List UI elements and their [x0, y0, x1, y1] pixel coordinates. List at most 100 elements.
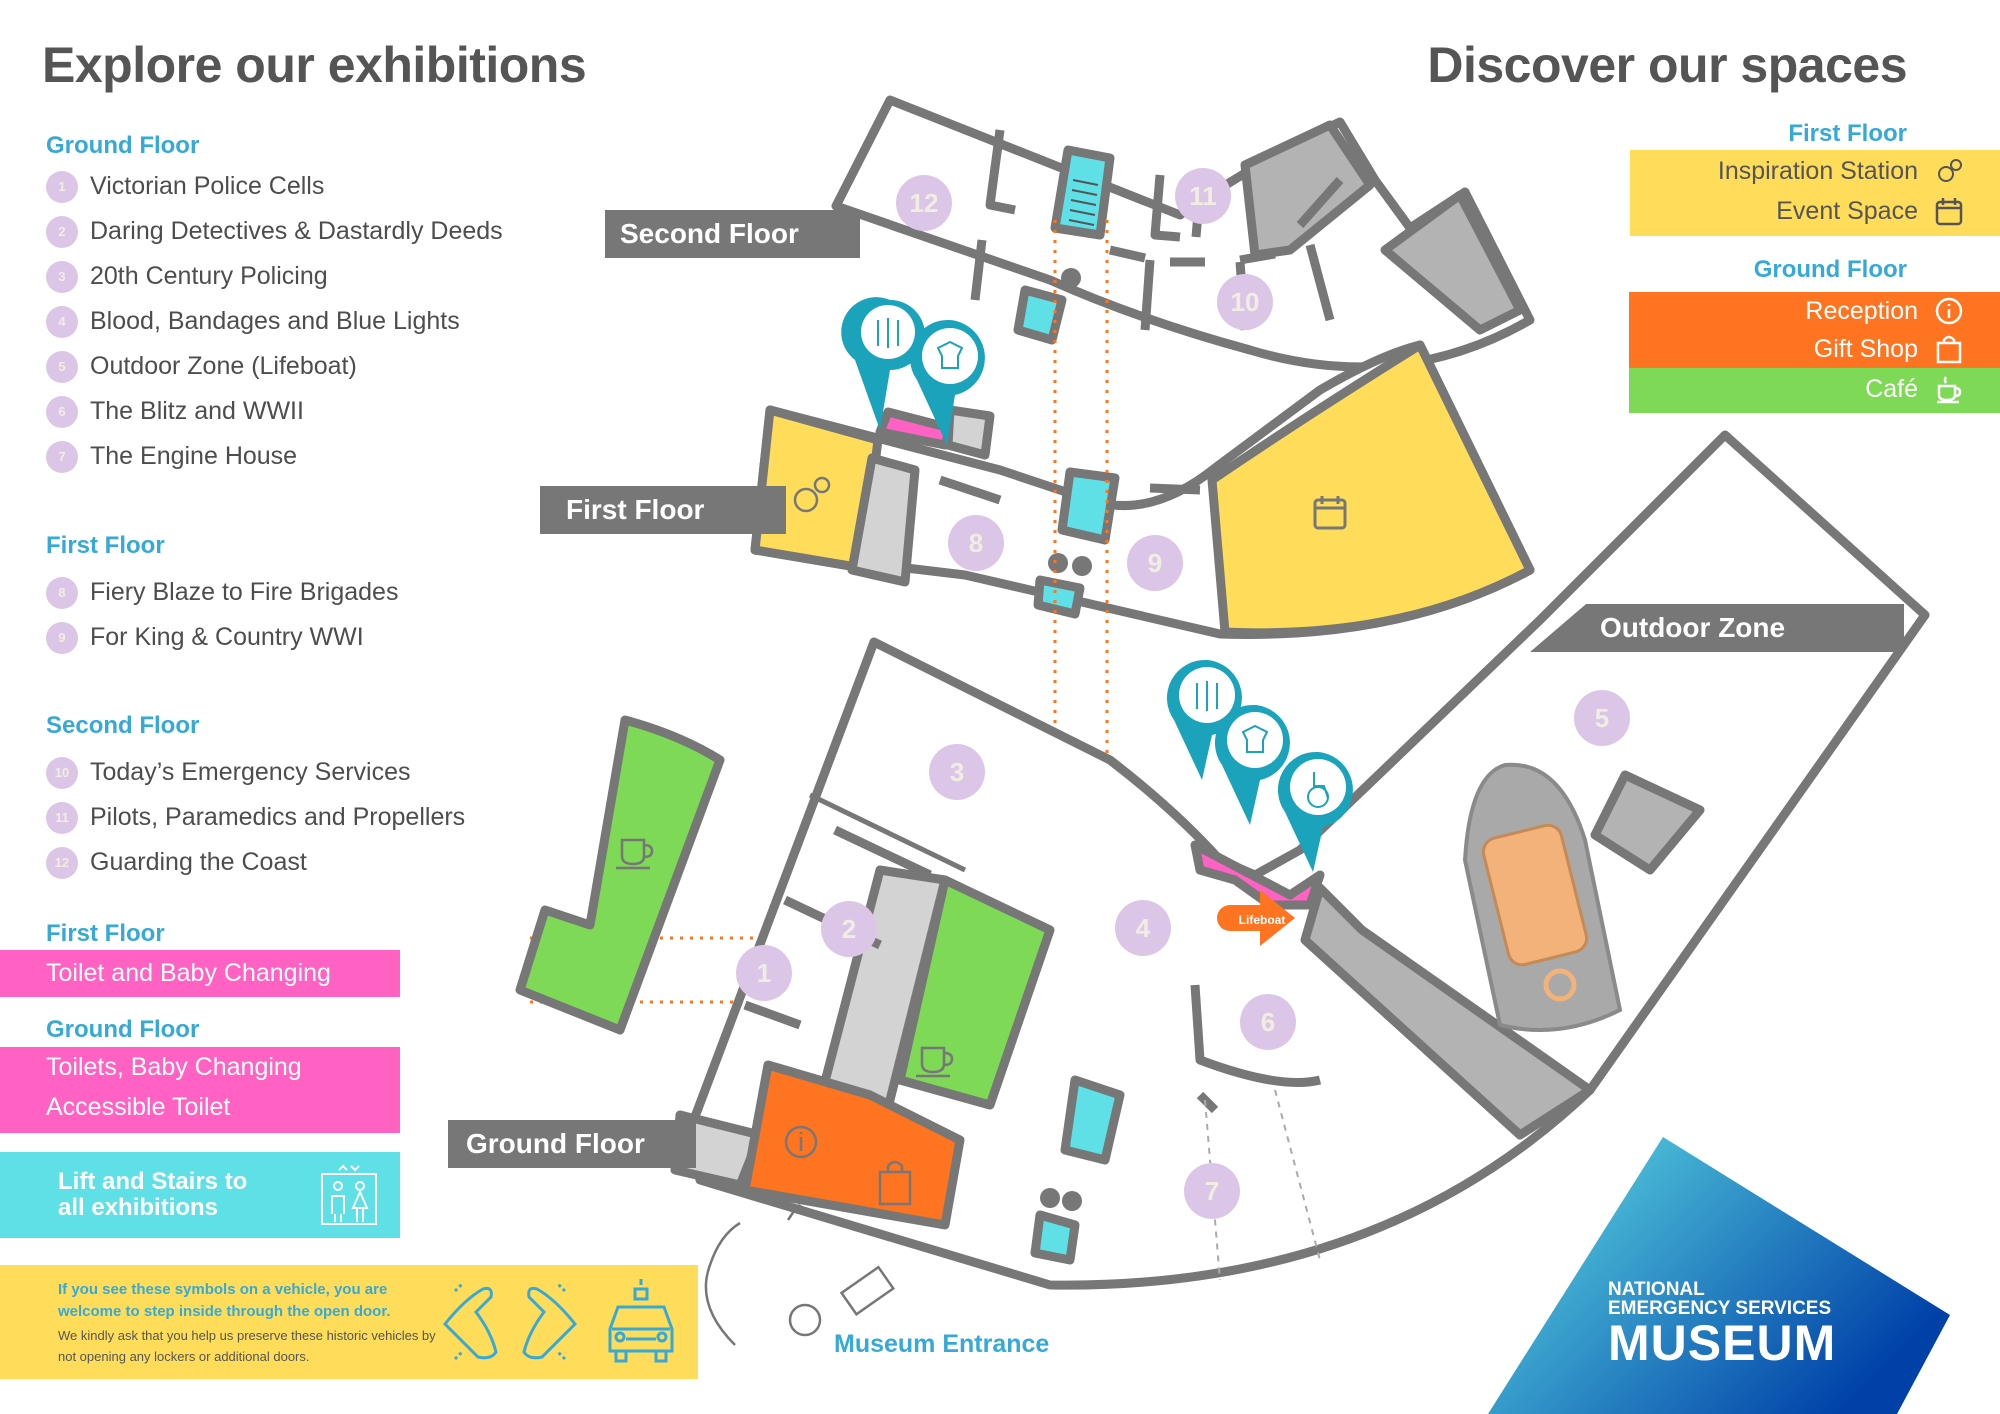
exhibition-item[interactable]: 7 The Engine House: [46, 434, 503, 479]
logo-line3: MUSEUM: [1608, 1315, 1837, 1371]
exhibitions-heading: Explore our exhibitions: [42, 37, 587, 93]
museum-logo: NATIONAL EMERGENCY SERVICES MUSEUM: [1608, 1280, 1836, 1368]
ground-floor-tag: Ground Floor: [448, 1120, 696, 1168]
room-7: 7: [1205, 1176, 1219, 1206]
ground-floor-exhibitions-label: Ground Floor: [46, 132, 200, 159]
svg-text:Lifeboat: Lifeboat: [1239, 913, 1286, 927]
vehicle-notice: If you see these symbols on a vehicle, y…: [0, 1265, 698, 1379]
space-label: Inspiration Station: [1717, 156, 1918, 185]
ground-floor-spaces-label: Ground Floor: [1753, 256, 1907, 283]
first-floor-exhibition-list: 8 Fiery Blaze to Fire Brigades 9 For King …: [46, 570, 398, 660]
accessible-toilet-label: Accessible Toilet: [46, 1093, 231, 1121]
open-doors-hands-icon: [442, 1281, 578, 1361]
number-badge: 9: [46, 621, 78, 654]
logo-background: [1488, 1137, 1950, 1414]
room-6: 6: [1261, 1007, 1275, 1037]
pin-baby-first-floor: [909, 319, 985, 445]
outdoor-zone-tag: Outdoor Zone: [1530, 604, 1904, 652]
space-cafe[interactable]: Café: [1865, 374, 1964, 404]
entrance-arrow: [704, 1203, 822, 1346]
exhibition-item[interactable]: 5 Outdoor Zone (Lifeboat): [46, 344, 503, 389]
shopping-bag-icon: [878, 1160, 912, 1206]
toilet-label: Toilets, Baby Changing: [46, 1053, 302, 1081]
gears-icon: [793, 476, 831, 513]
space-event-space[interactable]: Event Space: [1776, 196, 1964, 226]
exhibition-name: Today’s Emergency Services: [90, 758, 411, 786]
room-8: 8: [969, 528, 983, 558]
exhibition-name: The Engine House: [90, 442, 298, 470]
info-icon: [1935, 297, 1963, 325]
exhibition-item[interactable]: 4 Blood, Bandages and Blue Lights: [46, 299, 503, 344]
info-icon: [784, 1125, 818, 1159]
spaces-heading: Discover our spaces: [1427, 37, 1907, 93]
space-label: Gift Shop: [1813, 334, 1918, 363]
police-car-icon: [608, 1279, 674, 1363]
exhibition-item[interactable]: 12 Guarding the Coast: [46, 840, 465, 885]
room-3: 3: [950, 757, 964, 787]
room-5: 5: [1595, 703, 1609, 733]
number-badge: 4: [46, 305, 78, 338]
number-badge: 12: [46, 846, 78, 879]
exhibition-name: For King & Country WWI: [90, 623, 364, 651]
room-9: 9: [1148, 548, 1162, 578]
room-1: 1: [757, 958, 771, 988]
exhibition-name: Fiery Blaze to Fire Brigades: [90, 578, 399, 606]
first-floor-spaces-panel: Inspiration Station Event Space: [1630, 150, 2000, 236]
exhibition-name: Guarding the Coast: [90, 848, 307, 876]
cafe-icon: [616, 838, 954, 1078]
number-badge: 1: [46, 170, 78, 203]
room-4: 4: [1136, 913, 1151, 943]
space-reception[interactable]: Reception: [1805, 296, 1964, 326]
lifeboat-arrow: Lifeboat: [1217, 890, 1295, 946]
number-badge: 10: [46, 756, 78, 789]
gears-icon: [1938, 159, 1962, 182]
lift-stairs-bar: Lift and Stairs to all exhibitions: [0, 1152, 400, 1238]
ground-floor-green-panel: Café: [1629, 368, 2000, 413]
museum-entrance-label: Museum Entrance: [834, 1330, 1050, 1358]
pin-baby-ground: [1214, 704, 1290, 825]
ground-floor-facilities-label: Ground Floor: [46, 1016, 200, 1043]
exhibition-name: Outdoor Zone (Lifeboat): [90, 352, 357, 380]
exhibition-name: Pilots, Paramedics and Propellers: [90, 803, 466, 831]
lift-label-line2: all exhibitions: [58, 1194, 219, 1221]
second-floor-plan: [831, 95, 1535, 372]
first-floor-tag: First Floor: [540, 486, 786, 534]
room-numbers: [736, 168, 1630, 1219]
room-11: 11: [1189, 181, 1217, 211]
first-floor-toilet-bar: Toilet and Baby Changing: [0, 950, 400, 997]
space-gift-shop[interactable]: Gift Shop: [1814, 334, 1964, 364]
space-label: Event Space: [1776, 196, 1918, 225]
first-floor-spaces-label: First Floor: [1788, 120, 1907, 147]
number-badge: 8: [46, 576, 78, 609]
calendar-icon: [1313, 496, 1347, 530]
space-inspiration-station[interactable]: Inspiration Station: [1718, 156, 1964, 186]
number-badge: 5: [46, 350, 78, 383]
ticket-icon: [839, 1265, 896, 1317]
space-label: Café: [1865, 374, 1918, 403]
ground-floor-toilet-bar: Toilets, Baby Changing Accessible Toilet: [0, 1047, 400, 1133]
notice-headline: If you see these symbols on a vehicle, y…: [58, 1281, 391, 1320]
logo-line1: NATIONAL: [1608, 1279, 1705, 1300]
logo-line2: EMERGENCY SERVICES: [1608, 1298, 1832, 1319]
room-2: 2: [842, 914, 856, 944]
first-floor-facilities-label: First Floor: [46, 920, 165, 947]
exhibition-item[interactable]: 10 Today’s Emergency Services: [46, 750, 465, 795]
coffee-cup-icon: [1937, 376, 1962, 404]
shopping-bag-icon: [1936, 335, 1962, 364]
number-badge: 3: [46, 260, 78, 293]
exhibition-item[interactable]: 9 For King & Country WWI: [46, 615, 398, 660]
lift-icon: [321, 1164, 377, 1225]
room-12: 12: [910, 188, 939, 218]
exhibition-name: Blood, Bandages and Blue Lights: [90, 307, 460, 335]
exhibition-item[interactable]: 8 Fiery Blaze to Fire Brigades: [46, 570, 398, 615]
second-floor-exhibitions-label: Second Floor: [46, 712, 200, 739]
number-badge: 7: [46, 440, 78, 473]
number-badge: 6: [46, 395, 78, 428]
